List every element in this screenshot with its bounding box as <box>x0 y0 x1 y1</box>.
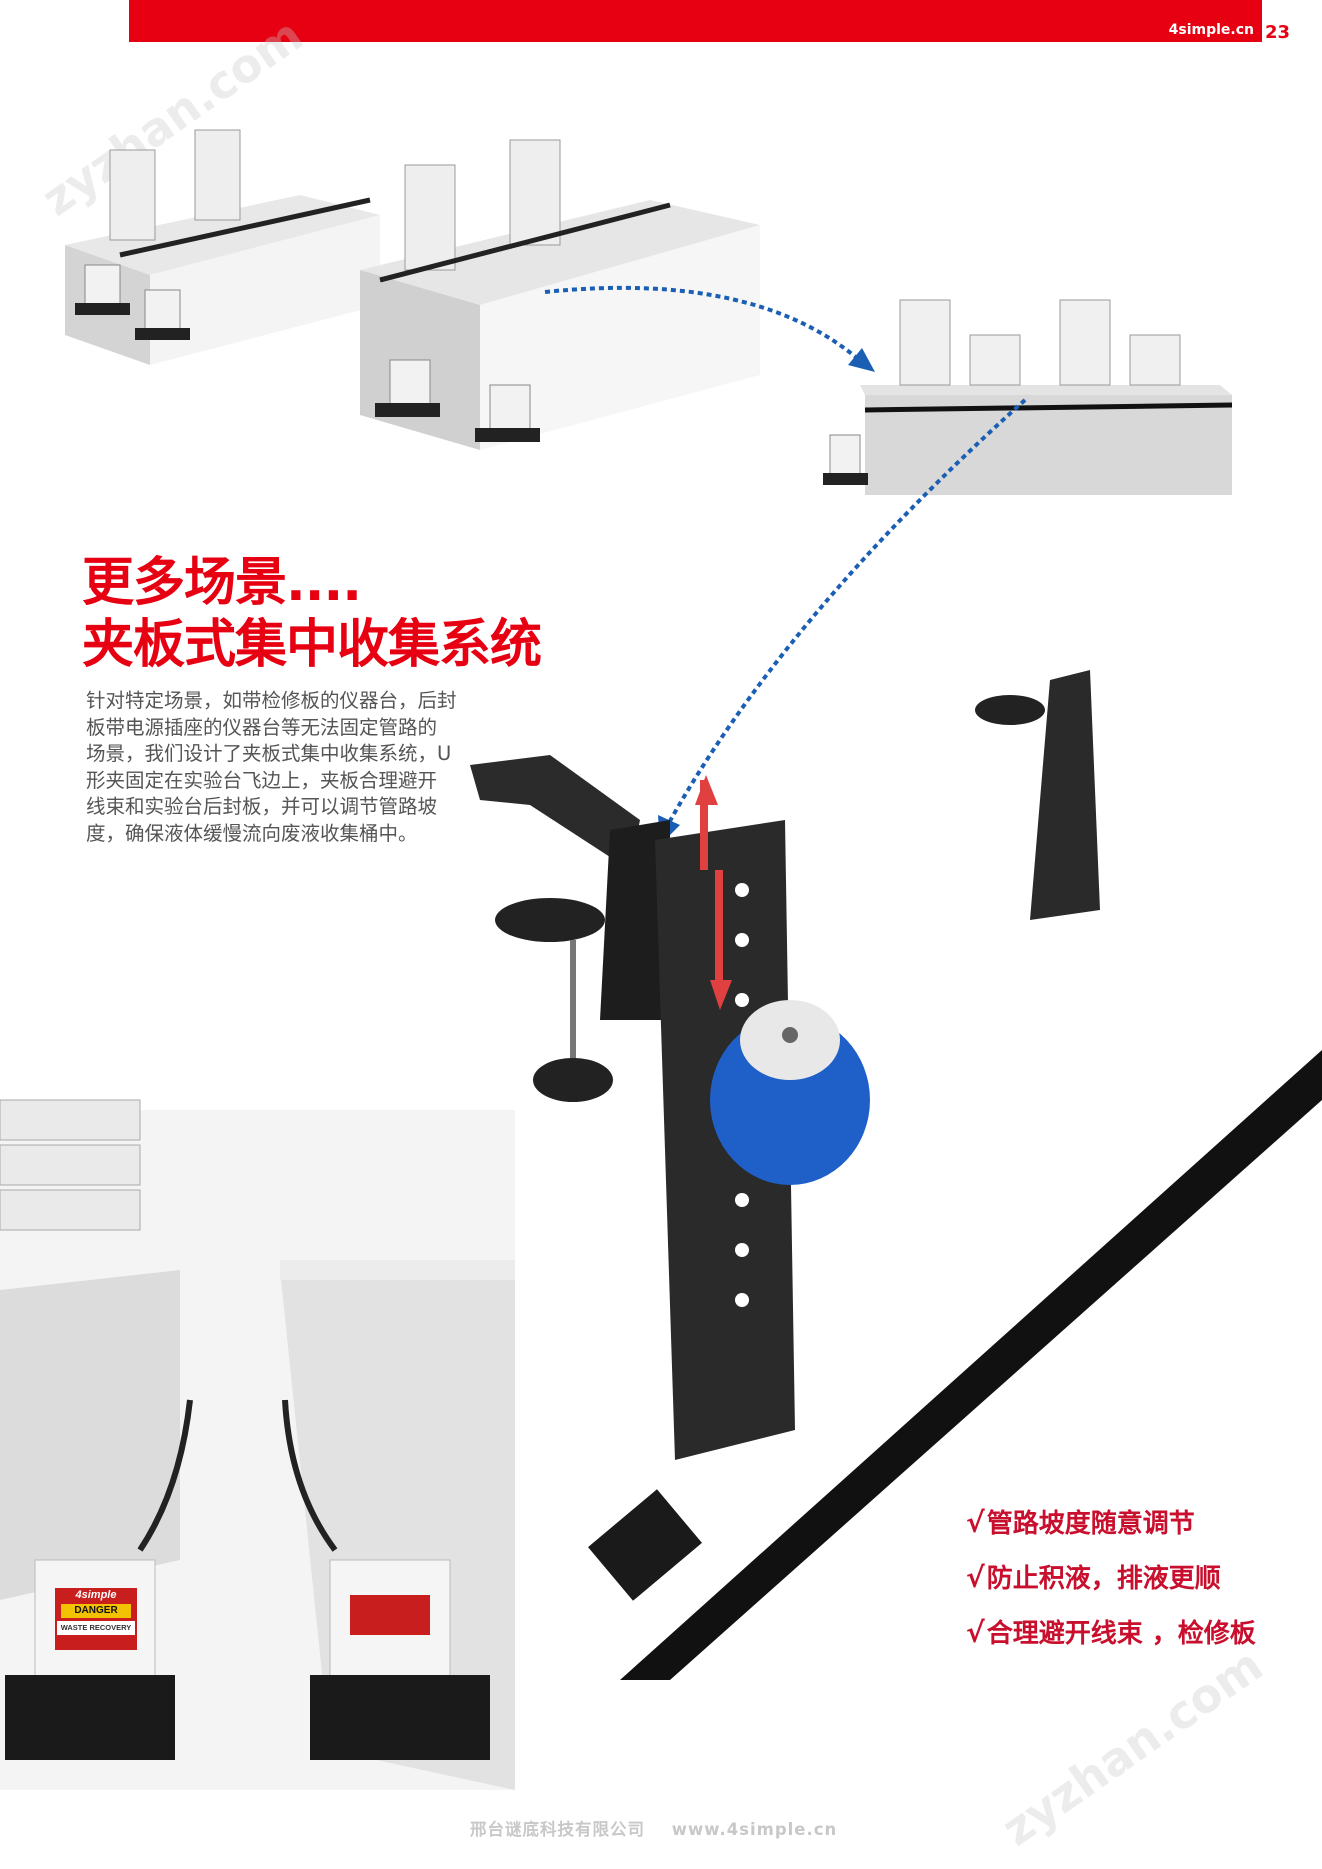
feature-text: 管路坡度随意调节 <box>986 1509 1195 1539</box>
feature-text: 防止积液，排液更顺 <box>986 1564 1221 1594</box>
bottle-label-caption: WASTE RECOVERY <box>57 1621 135 1635</box>
description: 针对特定场景，如带检修板的仪器台，后封 板带电源插座的仪器台等无法固定管路的 场… <box>86 688 458 847</box>
footer-url[interactable]: www.4simple.cn <box>671 1820 838 1839</box>
title-line-2: 夹板式集中收集系统 <box>82 615 542 675</box>
title-line-1: 更多场景.... <box>82 553 362 613</box>
header-site: 4simple.cn <box>1168 22 1254 38</box>
description-line: 板带电源插座的仪器台等无法固定管路的 <box>86 715 438 739</box>
clamp-product-image <box>470 670 1322 1680</box>
header-bar: 4simple.cn <box>129 0 1262 42</box>
lab-benches-image <box>65 129 760 450</box>
bottle-label: 4simple DANGER WASTE RECOVERY <box>55 1588 137 1650</box>
footer: 邢台谜底科技有限公司 www.4simple.cn <box>470 1816 857 1840</box>
feature-text: 合理避开线束 ，检修板 <box>986 1619 1256 1649</box>
bottle-label-brand: 4simple <box>75 1589 117 1601</box>
feature-item: √合理避开线束 ，检修板 <box>966 1606 1256 1661</box>
description-line: 针对特定场景，如带检修板的仪器台，后封 <box>86 689 457 712</box>
lab-aisle-image <box>0 1099 515 1790</box>
feature-item: √管路坡度随意调节 <box>966 1496 1256 1551</box>
bottle-label-warning: DANGER <box>61 1604 131 1618</box>
description-line: 形夹固定在实验台飞边上，夹板合理避开 <box>86 768 438 792</box>
check-icon: √ <box>966 1616 985 1649</box>
page-number: 23 <box>1265 22 1291 43</box>
check-icon: √ <box>966 1506 985 1539</box>
footer-company: 邢台谜底科技有限公司 <box>470 1820 645 1839</box>
check-icon: √ <box>966 1561 985 1594</box>
feature-item: √防止积液，排液更顺 <box>966 1551 1256 1606</box>
single-bench-image <box>823 299 1233 495</box>
page-title: 更多场景.... 夹板式集中收集系统 <box>82 552 542 676</box>
feature-list: √管路坡度随意调节 √防止积液，排液更顺 √合理避开线束 ，检修板 <box>966 1496 1256 1661</box>
description-line: 场景，我们设计了夹板式集中收集系统，U <box>86 742 452 765</box>
description-line: 线束和实验台后封板，并可以调节管路坡 <box>86 795 438 818</box>
description-line: 度，确保液体缓慢流向废液收集桶中。 <box>86 821 418 845</box>
